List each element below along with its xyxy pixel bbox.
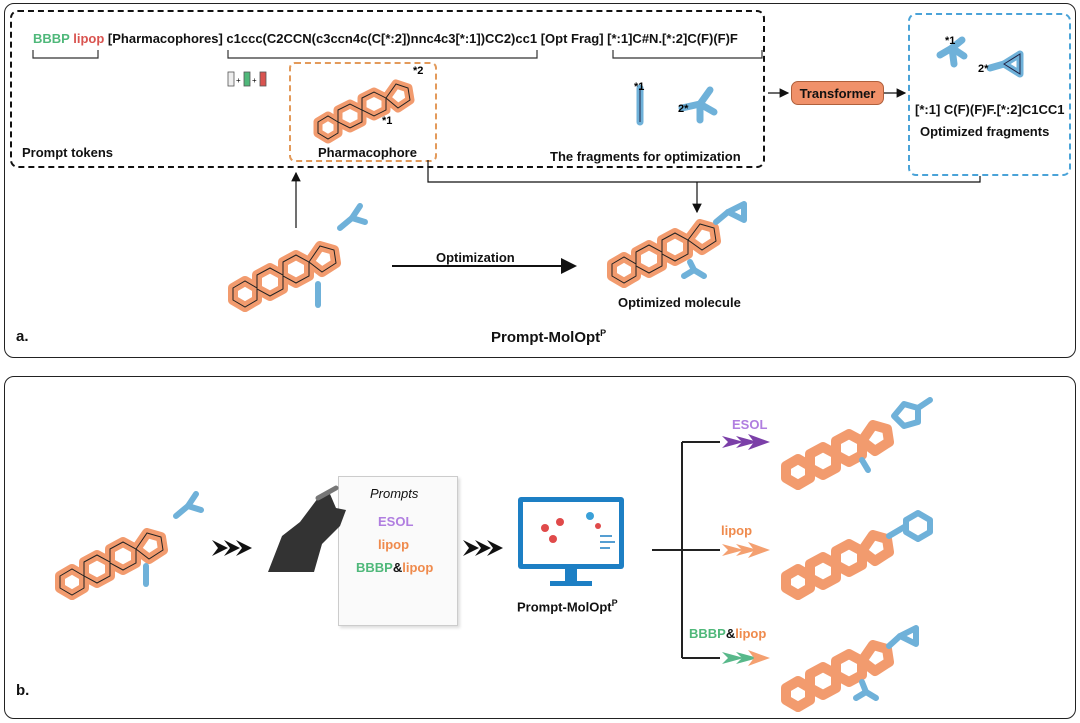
prompt-lipop: lipop	[378, 537, 410, 552]
frag-attach-1: *1	[634, 81, 644, 93]
output-molecule-lipop	[781, 530, 894, 600]
optimized-fragment-smiles: [*:1] C(F)(F)F.[*:2]C1CC1	[915, 102, 1065, 117]
attach-1-label: *1	[382, 115, 392, 127]
panel-a-label: a.	[16, 328, 29, 345]
prompt-esol: ESOL	[378, 514, 414, 529]
transformer-box	[791, 81, 884, 105]
panel-a-graphics: + +	[32, 35, 1024, 312]
output-molecule-bbbp-lipop	[781, 640, 894, 712]
optimized-molecule-label: Optimized molecule	[618, 295, 741, 310]
smiles-string: c1ccc(C2CCN(c3ccn4c(C[*:2])nnc4c3[*:1])C…	[226, 31, 538, 46]
chevron-arrow-icon	[212, 540, 252, 556]
frag-attach-2: 2*	[678, 103, 689, 115]
esol-arrow	[722, 434, 770, 450]
bbbp-lipop-arrow	[722, 650, 770, 666]
fragment-cf3	[678, 86, 718, 124]
prompt-tokens-label: Prompt tokens	[22, 145, 114, 160]
output-bbbp-lipop-label: BBBP&lipop	[689, 626, 767, 641]
optimized-fragments-box	[908, 13, 1071, 176]
output-esol-label: ESOL	[732, 417, 768, 432]
prompts-title: Prompts	[370, 486, 419, 501]
fragments-label: The fragments for optimization	[550, 149, 741, 164]
prompt-box	[10, 10, 765, 168]
output-molecule-esol	[781, 420, 894, 490]
svg-text:+: +	[236, 76, 241, 85]
transformer-label: Transformer	[799, 86, 876, 101]
monitor-icon	[518, 497, 624, 586]
chevron-arrow-icon	[463, 540, 503, 556]
panel-b-graphics	[55, 397, 933, 712]
panel-a	[4, 3, 1076, 358]
optimized-fragments-label: Optimized fragments	[920, 124, 1050, 139]
fragment-smiles: [*:1]C#N.[*:2]C(F)(F)F	[607, 31, 738, 46]
optimization-label: Optimization	[436, 250, 515, 265]
panel-b-label: b.	[16, 682, 30, 699]
prompt-bbbp-lipop: BBBP&lipop	[356, 560, 434, 575]
token-sum-icon: + +	[227, 71, 267, 87]
prompts-document	[338, 476, 458, 626]
lipop-arrow	[722, 542, 770, 558]
opt-fragment-cf3	[936, 36, 968, 68]
output-lipop-label: lipop	[721, 523, 753, 538]
token-lipop: lipop	[73, 31, 105, 46]
robot-hand-icon	[268, 485, 346, 572]
token-opt-frag: [Opt Frag]	[540, 31, 604, 46]
panel-a-title: Prompt-MolOptP	[491, 328, 607, 346]
prompt-line: BBBP lipop [Pharmacophores] c1ccc(C2CCN(…	[33, 31, 738, 46]
token-pharmacophores: [Pharmacophores]	[107, 31, 223, 46]
optfrag-attach-2: 2*	[978, 63, 989, 75]
token-bbbp: BBBP	[33, 31, 70, 46]
svg-text:+: +	[252, 76, 257, 85]
optfrag-attach-1: *1	[945, 35, 955, 47]
pharmacophore-label: Pharmacophore	[318, 145, 417, 160]
opt-fragment-cyclopropyl	[986, 50, 1024, 78]
model-label: Prompt-MolOptP	[517, 598, 618, 615]
attach-2-label: *2	[413, 65, 423, 77]
